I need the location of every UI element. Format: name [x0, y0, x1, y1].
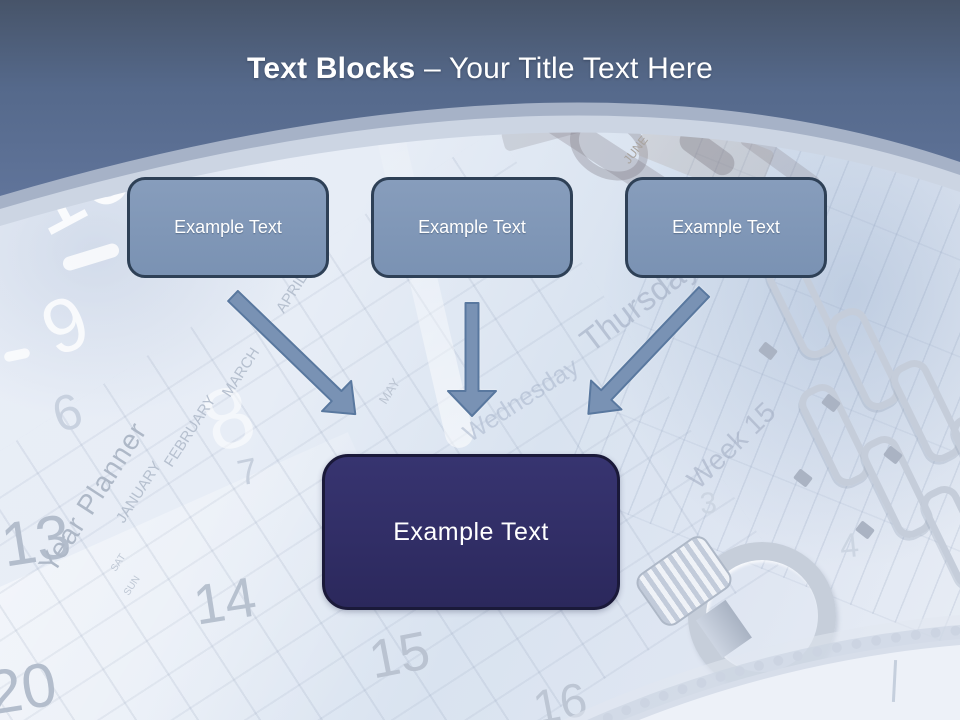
text-block-1-label: Example Text	[174, 217, 282, 237]
result-block[interactable]: Example Text	[322, 454, 620, 610]
slide-title-rest: – Your Title Text Here	[423, 52, 713, 85]
date-number-16: 16	[528, 673, 592, 720]
text-block-3[interactable]: Example Text	[625, 177, 827, 278]
slide-title[interactable]: Text Blocks – Your Title Text Here	[0, 52, 960, 86]
date-number-20: 20	[0, 649, 62, 720]
text-block-3-label: Example Text	[672, 217, 780, 237]
text-block-1[interactable]: Example Text	[127, 177, 329, 278]
text-block-2-label: Example Text	[418, 217, 526, 237]
slide-title-bold: Text Blocks	[247, 52, 416, 85]
text-block-2[interactable]: Example Text	[371, 177, 573, 278]
result-block-label: Example Text	[393, 517, 549, 546]
date-number-14: 14	[188, 564, 261, 637]
date-number-15: 15	[364, 620, 435, 691]
header-curve	[0, 0, 960, 226]
header-blue-area	[0, 0, 960, 196]
date-number-4: 4	[838, 526, 861, 566]
